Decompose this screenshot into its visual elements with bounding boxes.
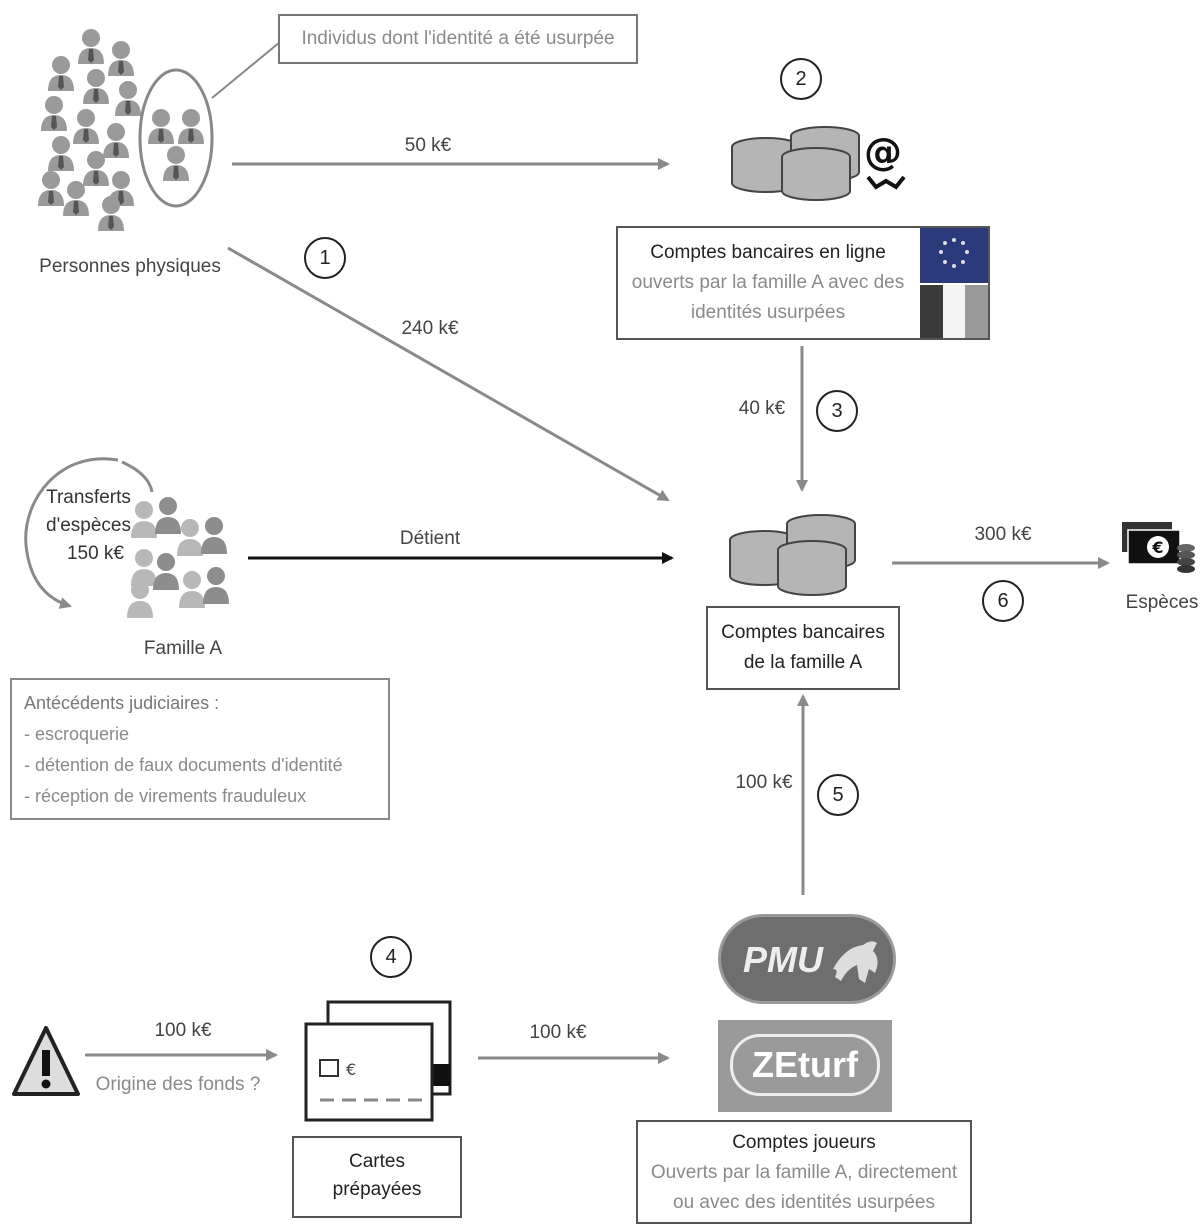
callout-line	[211, 41, 281, 99]
family-accounts-line1: Comptes bancaires	[721, 622, 885, 643]
online-accounts-title: Comptes bancaires en ligne	[650, 242, 886, 263]
cash-transfers-line1: Transferts	[46, 487, 131, 508]
people-crowd-icon	[38, 29, 214, 231]
online-accounts-line2: ouverts par la famille A avec des	[631, 272, 905, 293]
player-accounts-title: Comptes joueurs	[732, 1132, 876, 1153]
step-1-badge: 1	[304, 237, 346, 279]
amount-50k: 50 k€	[404, 135, 452, 156]
svg-text:€: €	[346, 1060, 356, 1079]
amount-100k-cards: 100 k€	[529, 1022, 587, 1043]
amount-300k: 300 k€	[974, 524, 1032, 545]
amount-40k: 40 k€	[738, 398, 786, 419]
identity-victims-callout: Individus dont l'identité a été usurpée	[278, 14, 638, 64]
identity-victims-label: Individus dont l'identité a été usurpée	[301, 28, 615, 49]
prepaid-cards-line1: Cartes	[349, 1151, 405, 1172]
amount-240k: 240 k€	[401, 318, 459, 339]
player-accounts-box: Comptes joueurs Ouverts par la famille A…	[636, 1120, 972, 1224]
judicial-history-title: Antécédents judiciaires :	[24, 693, 220, 713]
svg-text:@: @	[864, 130, 902, 174]
online-bank-servers-icon: @	[731, 126, 906, 201]
horse-rider-icon	[833, 941, 878, 983]
cash-transfers-amount: 150 k€	[66, 543, 124, 564]
cash-transfers-line2: d'espèces	[46, 515, 131, 536]
family-accounts-line2: de la famille A	[743, 652, 863, 673]
cash-transfers-label: Transferts d'espèces 150 k€	[46, 484, 131, 568]
step-5-badge: 5	[817, 774, 859, 816]
cash-label: Espèces	[1125, 592, 1199, 613]
pmu-logo: PMU	[718, 914, 896, 1004]
warning-icon	[12, 1026, 80, 1096]
step-3-badge: 3	[816, 390, 858, 432]
prepaid-cards-icon: €	[304, 1000, 452, 1122]
cash-money-icon: €	[1122, 522, 1195, 573]
french-flag-icon	[920, 285, 989, 338]
judicial-history-item: - détention de faux documents d'identité	[24, 755, 343, 775]
amount-100k-players: 100 k€	[735, 772, 793, 793]
family-a-label: Famille A	[143, 638, 223, 659]
judicial-history-box: Antécédents judiciaires : - escroquerie …	[10, 678, 390, 820]
player-accounts-line2: Ouverts par la famille A, directement	[650, 1162, 958, 1183]
step-6-badge: 6	[982, 580, 1024, 622]
pmu-logo-text: PMU	[743, 939, 823, 980]
amount-100k-origin: 100 k€	[154, 1020, 212, 1041]
player-accounts-line3: ou avec des identités usurpées	[673, 1192, 935, 1213]
step-2-badge: 2	[780, 58, 822, 100]
family-accounts-box: Comptes bancaires de la famille A	[706, 606, 900, 690]
holds-label: Détient	[399, 528, 461, 549]
funds-origin-label: Origine des fonds ?	[95, 1074, 261, 1095]
zeturf-logo-text: ZEturf	[752, 1044, 858, 1085]
prepaid-cards-line2: prépayées	[332, 1179, 422, 1200]
judicial-history-item: - escroquerie	[24, 724, 130, 744]
eu-flag-icon	[920, 228, 988, 283]
family-group-icon	[127, 497, 229, 618]
arrow-240k	[227, 246, 670, 502]
online-accounts-line3: identités usurpées	[690, 302, 846, 323]
family-bank-servers-icon	[729, 514, 856, 596]
natural-persons-label: Personnes physiques	[39, 256, 221, 277]
transfer-cycle-arrow	[24, 457, 119, 609]
judicial-history-item: - réception de virements frauduleux	[24, 786, 307, 806]
online-accounts-box: Comptes bancaires en ligne ouverts par l…	[616, 226, 990, 340]
svg-text:€: €	[1151, 538, 1163, 557]
step-4-badge: 4	[370, 936, 412, 978]
prepaid-cards-box: Cartes prépayées	[292, 1136, 462, 1218]
zeturf-logo: ZEturf	[718, 1020, 892, 1112]
